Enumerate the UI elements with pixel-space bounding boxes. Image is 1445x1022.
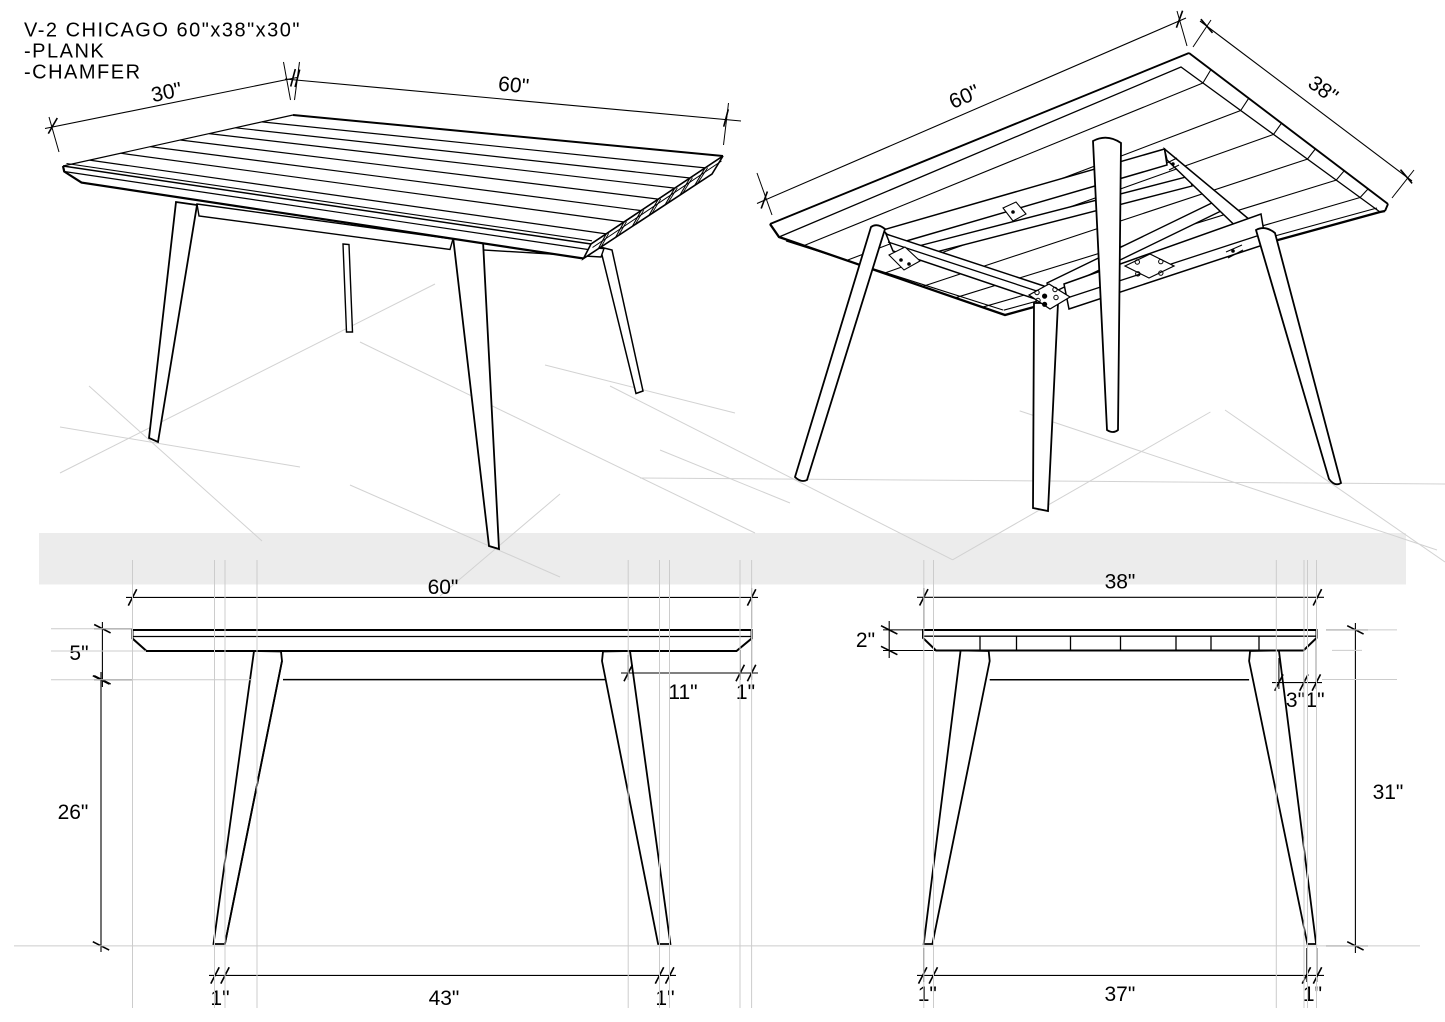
svg-text:37": 37" — [1104, 983, 1135, 1006]
svg-text:1": 1" — [655, 987, 674, 1010]
svg-text:1": 1" — [1303, 983, 1322, 1006]
svg-text:-CHAMFER: -CHAMFER — [24, 62, 142, 84]
svg-text:60": 60" — [428, 576, 459, 599]
svg-text:60": 60" — [497, 73, 530, 99]
svg-text:38": 38" — [1304, 71, 1342, 108]
svg-text:-PLANK: -PLANK — [24, 41, 105, 63]
svg-text:43": 43" — [429, 987, 460, 1010]
svg-text:1": 1" — [736, 681, 755, 704]
svg-text:30": 30" — [149, 78, 184, 107]
svg-text:1": 1" — [1305, 689, 1324, 712]
svg-text:1": 1" — [210, 987, 229, 1010]
svg-text:26": 26" — [58, 801, 89, 824]
svg-text:31": 31" — [1373, 781, 1404, 804]
svg-text:1": 1" — [918, 983, 937, 1006]
svg-text:2": 2" — [856, 629, 875, 652]
svg-text:V-2 CHICAGO 60"x38"x30": V-2 CHICAGO 60"x38"x30" — [24, 20, 301, 42]
svg-text:3": 3" — [1286, 689, 1305, 712]
svg-text:5": 5" — [69, 642, 88, 665]
svg-text:38": 38" — [1105, 571, 1136, 594]
svg-text:11": 11" — [668, 681, 697, 704]
